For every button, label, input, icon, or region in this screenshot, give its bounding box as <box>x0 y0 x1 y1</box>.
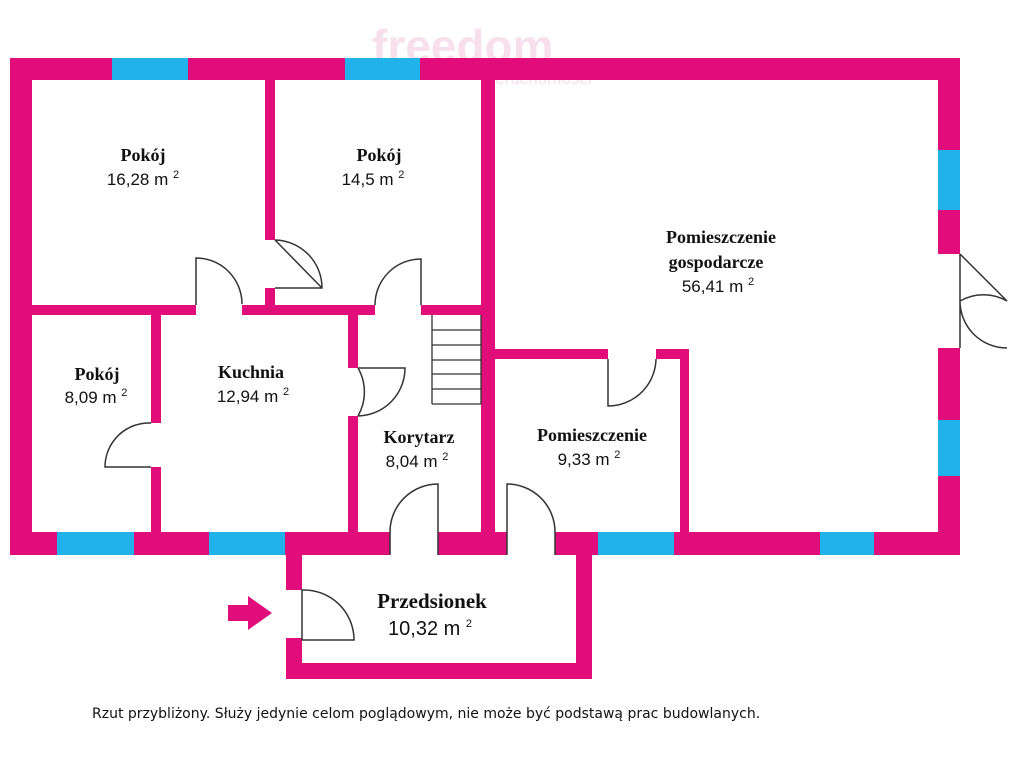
wall-przedsionek-right <box>576 555 592 679</box>
door-gap <box>263 240 277 288</box>
room-area: 8,09 m 2 <box>65 387 128 407</box>
wall-left <box>10 58 32 555</box>
room-name: Pokój <box>75 364 120 384</box>
door <box>959 300 1008 349</box>
room-area: 14,5 m 2 <box>342 169 405 189</box>
room-name: Pomieszczenie <box>537 425 647 445</box>
door-openings <box>149 240 962 638</box>
door <box>274 239 323 289</box>
window <box>598 532 674 555</box>
room-name: gospodarcze <box>669 252 764 272</box>
door <box>374 258 422 306</box>
room-area: 16,28 m 2 <box>107 169 179 189</box>
room-przedsionek: Przedsionek 10,32 m 2 <box>377 589 487 640</box>
room-name: Pomieszczenie <box>666 227 776 247</box>
room-pokoj-2: Pokój 14,5 m 2 <box>342 145 405 189</box>
room-area: 8,04 m 2 <box>386 451 449 471</box>
wall-pomieszczenie-right <box>680 349 689 532</box>
room-name: Pokój <box>357 145 402 165</box>
door <box>506 483 556 555</box>
room-pokoj-1: Pokój 16,28 m 2 <box>107 145 179 189</box>
windows <box>57 58 960 555</box>
door <box>104 422 152 468</box>
door <box>389 483 439 555</box>
room-name: Pokój <box>121 145 166 165</box>
window <box>820 532 874 555</box>
room-name: Kuchnia <box>218 362 284 382</box>
doors <box>104 239 1008 641</box>
room-area: 12,94 m 2 <box>217 386 289 406</box>
entrance-arrow-icon <box>228 596 272 630</box>
door-gap <box>346 368 360 416</box>
window <box>209 532 285 555</box>
wall-pokoj1-pokoj2 <box>265 80 275 305</box>
wall-kuchnia-korytarz <box>348 315 358 532</box>
room-korytarz: Korytarz 8,04 m 2 <box>384 427 455 471</box>
room-pokoj-3: Pokój 8,09 m 2 <box>65 364 128 407</box>
wall-row-divider <box>32 305 481 315</box>
room-area: 9,33 m 2 <box>558 449 621 469</box>
window <box>938 150 960 210</box>
door-gap <box>390 530 438 557</box>
door <box>357 367 406 417</box>
room-area: 10,32 m 2 <box>388 618 472 640</box>
room-pomieszczenie-gospodarcze: Pomieszczenie gospodarcze 56,41 m 2 <box>666 227 776 296</box>
wall-top <box>10 58 960 80</box>
stairs <box>431 315 482 405</box>
window <box>112 58 188 80</box>
room-name: Korytarz <box>384 427 455 447</box>
window <box>57 532 134 555</box>
door <box>301 589 355 641</box>
disclaimer-note: Rzut przybliżony. Służy jedynie celom po… <box>92 706 761 722</box>
door-gap <box>608 347 656 361</box>
door <box>607 358 657 407</box>
door <box>195 257 243 305</box>
window <box>938 420 960 476</box>
window <box>345 58 420 80</box>
door-gap <box>149 423 163 467</box>
door-gap <box>507 530 555 557</box>
room-pomieszczenie: Pomieszczenie 9,33 m 2 <box>537 425 647 469</box>
door <box>959 253 1008 303</box>
wall-pomieszczenie-top <box>495 349 687 359</box>
door-gap <box>284 590 304 638</box>
door-gap <box>936 254 962 348</box>
room-kuchnia: Kuchnia 12,94 m 2 <box>217 362 289 406</box>
wall-przedsionek-bottom <box>286 663 592 679</box>
door-gap <box>375 303 421 317</box>
room-area: 56,41 m 2 <box>682 276 754 296</box>
wall-main-divider <box>481 80 495 532</box>
door-gap <box>196 303 242 317</box>
floor-plan: freedom nieruchomości <box>10 20 1008 679</box>
room-name: Przedsionek <box>377 589 487 613</box>
